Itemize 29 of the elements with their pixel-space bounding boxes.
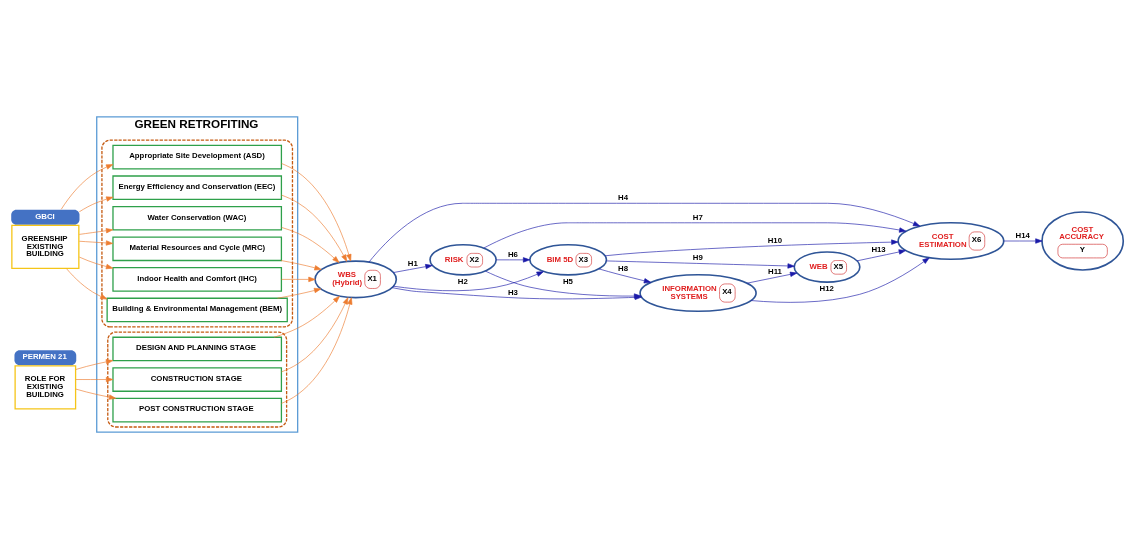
arrow [281, 194, 348, 262]
arrow [483, 222, 907, 249]
arrow [79, 240, 114, 246]
arrow [750, 257, 930, 303]
arrow [605, 260, 795, 269]
arrow [281, 297, 349, 373]
arrow [1003, 238, 1043, 244]
arrow [75, 376, 114, 383]
arrow [368, 202, 921, 263]
arrow [281, 163, 352, 262]
arrow [393, 271, 544, 292]
arrow [604, 239, 899, 257]
arrow [856, 249, 906, 262]
arrow [281, 276, 316, 282]
arrow [273, 296, 340, 338]
arrow [598, 268, 652, 284]
arrow [79, 228, 114, 235]
arrow [75, 359, 114, 370]
arrow [75, 388, 117, 400]
arrow [66, 268, 108, 300]
arrow [495, 257, 531, 263]
arrow [281, 297, 353, 404]
arrow [78, 196, 114, 213]
arrow [79, 256, 114, 270]
arrow [277, 287, 322, 299]
arrow [393, 264, 433, 273]
arrow [60, 164, 114, 210]
arrow [280, 260, 322, 271]
arrow [746, 271, 798, 284]
